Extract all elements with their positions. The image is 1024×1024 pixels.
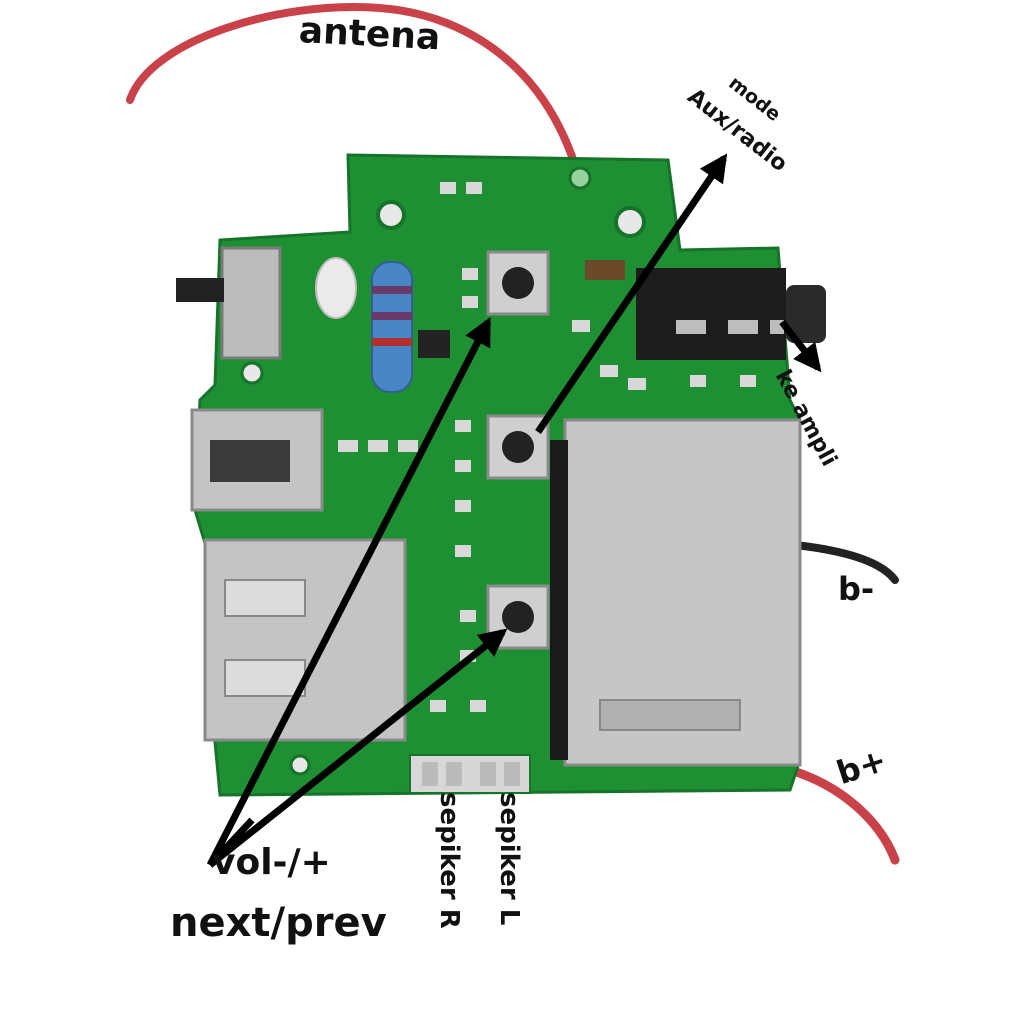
mount-hole (614, 206, 646, 238)
arrow-vol-stem (207, 817, 255, 868)
label-next-prev: next/prev (170, 900, 387, 946)
mount-hole (240, 361, 264, 385)
mount-hole (568, 166, 592, 190)
label-vol: vol-/+ (212, 842, 331, 883)
label-antena: antena (297, 10, 442, 59)
smd-components (338, 182, 756, 712)
led (315, 257, 357, 319)
mount-hole (289, 754, 311, 776)
resistor (371, 261, 413, 393)
arrow-vol-mid (207, 628, 508, 868)
arrow-vol-top (206, 317, 492, 867)
resistor-band (372, 286, 412, 294)
arrow-ampli (779, 319, 822, 373)
label-b-minus: b- (838, 570, 875, 608)
b-plus-wire (785, 765, 900, 865)
button-bottom (486, 584, 550, 650)
usb-a-port (203, 538, 407, 742)
resistor-band (372, 338, 412, 346)
slide-switch (220, 246, 282, 360)
button-top (486, 250, 550, 316)
sd-card-slot (550, 418, 802, 767)
speaker-pads (409, 754, 531, 794)
mini-usb-port (190, 408, 324, 512)
chip (585, 260, 625, 280)
label-sepiker-l: sepiker L (494, 792, 524, 926)
switch-lever (176, 278, 224, 302)
mount-hole (376, 200, 406, 230)
b-minus-wire (791, 541, 899, 584)
label-sepiker-r: sepiker R (434, 792, 464, 929)
resistor-band (372, 312, 412, 320)
antenna-wire (126, 3, 579, 169)
arrow-mode (535, 153, 728, 434)
chip (418, 330, 450, 358)
audio-jack (636, 268, 826, 360)
